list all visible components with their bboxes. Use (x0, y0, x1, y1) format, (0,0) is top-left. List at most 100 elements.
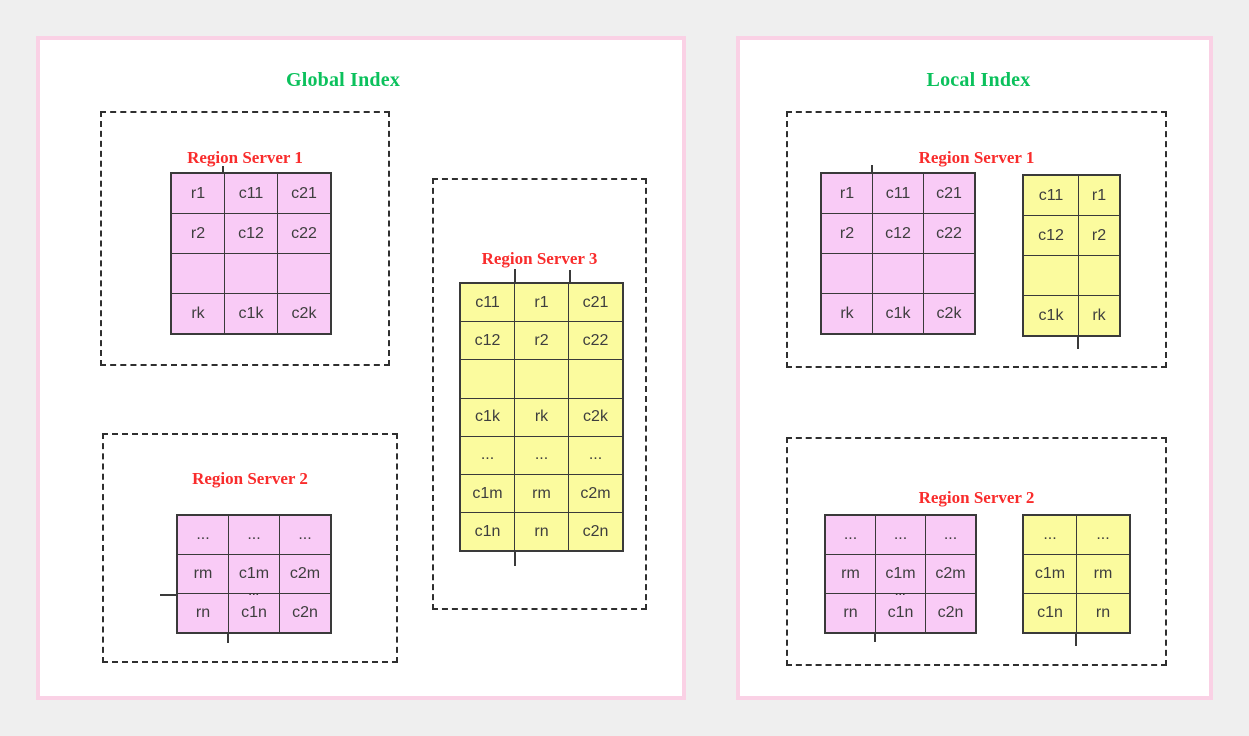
region-server-title: Region Server 1 (918, 148, 1035, 167)
table-cell: c21 (923, 172, 976, 214)
table-cell: rk (170, 293, 225, 335)
table-cell: c21 (277, 172, 332, 214)
table-cell: c1m (875, 554, 926, 594)
table-cell: rm (1076, 554, 1131, 594)
region-server-title: Region Server 1 (187, 148, 303, 167)
ellipsis-note: ... (895, 586, 906, 598)
table-cell: c1k (459, 397, 515, 437)
table-cell: rn (176, 593, 229, 634)
table-cell: rk (1078, 295, 1121, 337)
table-cell: c2k (923, 293, 976, 335)
table-cell: c2n (568, 512, 624, 552)
table-cell: rm (176, 554, 229, 594)
ellipsis-note: ... (248, 586, 260, 598)
table-cell: ... (228, 514, 280, 555)
table-cell (923, 253, 976, 294)
table-cell: c12 (1022, 215, 1079, 256)
table-cell: c2m (279, 554, 332, 594)
table-cell: c22 (923, 213, 976, 254)
table-cell: rn (514, 512, 569, 552)
table-cell (820, 253, 873, 294)
table-row: ......... (459, 435, 624, 475)
table-cell: c12 (224, 213, 278, 254)
table-row (820, 253, 976, 294)
table-cell: ... (279, 514, 332, 555)
table-cell: ... (1076, 514, 1131, 555)
table-row (170, 253, 332, 294)
table-cell: c2m (568, 473, 624, 514)
table-cell: r2 (1078, 215, 1121, 256)
table-cell: rn (824, 593, 876, 634)
table-cell: c1k (1022, 295, 1079, 337)
region-server-title: Region Server 2 (192, 469, 308, 488)
table-cell: c1k (224, 293, 278, 335)
table-cell: c12 (459, 321, 515, 361)
table-cell (459, 359, 515, 399)
sketch-overshoot-line (1077, 337, 1079, 349)
table-cell: rn (1076, 593, 1131, 634)
region-server-title: Region Server 2 (918, 488, 1035, 507)
global-index-title: Global Index (285, 68, 401, 91)
table-cell: c2n (925, 593, 977, 634)
table-cell (1022, 255, 1079, 296)
table-cell (277, 253, 332, 294)
table-cell (514, 359, 569, 399)
table-cell: c11 (872, 172, 924, 214)
table-cell: c1m (459, 473, 515, 514)
table-cell: ... (459, 435, 515, 475)
table-cell: c1n... (875, 587, 926, 634)
table-cell: c2k (568, 397, 624, 437)
table-cell (170, 253, 225, 294)
table-cell: c1n... (228, 587, 280, 634)
table-cell: c22 (568, 321, 624, 361)
table-cell: r1 (170, 172, 225, 214)
table-cell: rm (824, 554, 876, 594)
sketch-overshoot-line (160, 594, 176, 596)
table-cell: c2m (925, 554, 977, 594)
table-cell: rk (820, 293, 873, 335)
table-cell (568, 359, 624, 399)
table-cell: c1n (1022, 593, 1077, 634)
sketch-overshoot-line (514, 552, 516, 567)
sketch-overshoot-line (1075, 634, 1077, 646)
table-cell: c11 (459, 282, 515, 323)
table-cell (872, 253, 924, 294)
table-cell: rm (514, 473, 569, 514)
table-cell: ... (875, 514, 926, 555)
sketch-overshoot-line (569, 270, 571, 282)
table-cell: r2 (820, 213, 873, 254)
table-cell: r2 (170, 213, 225, 254)
table-cell: r2 (514, 321, 569, 361)
table-cell: ... (824, 514, 876, 555)
